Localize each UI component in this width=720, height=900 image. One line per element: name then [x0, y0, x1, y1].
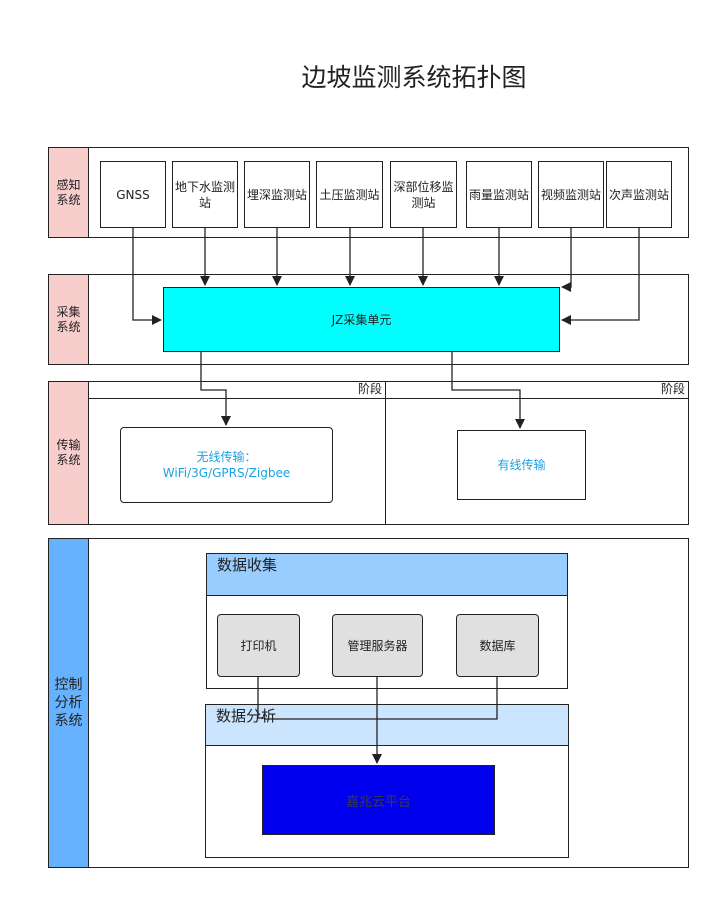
lane-label-control-text: 控制分析系统	[54, 677, 83, 729]
wireless-transmission-box[interactable]: 无线传输： WiFi/3G/GPRS/Zigbee	[120, 427, 333, 503]
wireless-label: 无线传输：	[196, 450, 257, 464]
phase-column-right: 阶段	[385, 381, 689, 525]
database-box[interactable]: 数据库	[456, 614, 539, 677]
sensor-video[interactable]: 视频监测站	[538, 161, 604, 228]
management-server-box[interactable]: 管理服务器	[332, 614, 423, 677]
lane-label-control: 控制分析系统	[48, 538, 89, 868]
jz-collection-unit[interactable]: JZ采集单元	[163, 287, 560, 352]
lane-label-transmission: 传输系统	[48, 381, 89, 525]
data-collect-header: 数据收集	[207, 554, 567, 596]
sensor-soil-pressure[interactable]: 土压监测站	[316, 161, 383, 228]
sensor-gnss[interactable]: GNSS	[100, 161, 166, 228]
sensor-burial-depth[interactable]: 埋深监测站	[244, 161, 310, 228]
wireless-protocols: WiFi/3G/GPRS/Zigbee	[162, 466, 291, 480]
phase-column-left: 阶段	[88, 381, 386, 525]
sensor-rainfall[interactable]: 雨量监测站	[466, 161, 532, 228]
sensor-deep-displacement[interactable]: 深部位移监测站	[390, 161, 457, 228]
page-title: 边坡监测系统拓扑图	[301, 63, 527, 92]
phase-header-right: 阶段	[386, 381, 689, 399]
data-analysis-header: 数据分析	[206, 705, 568, 746]
phase-header-left: 阶段	[88, 381, 386, 399]
printer-box[interactable]: 打印机	[217, 614, 300, 677]
sensor-groundwater[interactable]: 地下水监测站	[172, 161, 238, 228]
cloud-platform-box[interactable]: 嘉兆云平台	[262, 765, 495, 835]
lane-label-sensing: 感知系统	[48, 147, 89, 238]
lane-label-collection: 采集系统	[48, 274, 89, 365]
sensor-infrasound[interactable]: 次声监测站	[606, 161, 672, 228]
wired-transmission-box[interactable]: 有线传输	[457, 430, 586, 500]
